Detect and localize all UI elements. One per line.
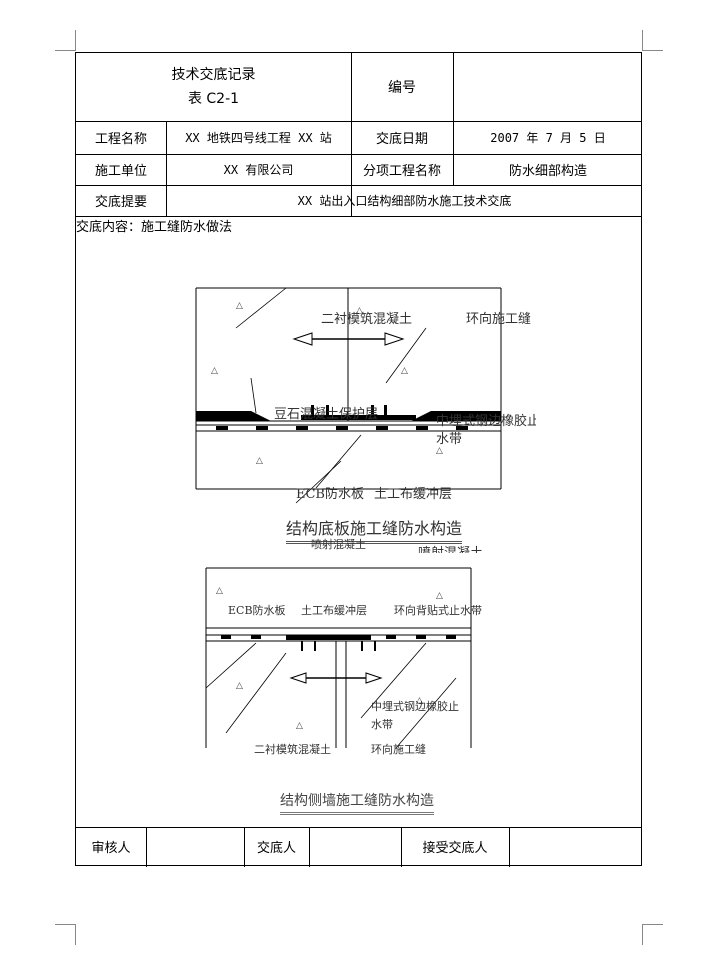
svg-text:△: △ — [216, 586, 223, 596]
discloser-label: 交底人 — [256, 840, 296, 856]
d1-label-shotcrete: 喷射混凝土 — [418, 545, 483, 553]
d1-label-joint: 环向施工缝 — [466, 311, 531, 327]
d1-label-waterstop-1: 中埋式钢边橡胶止 — [436, 413, 536, 429]
form-number: 表 C2-1 — [187, 91, 240, 107]
d1-label-protect: 豆石混凝土保护层 — [274, 406, 378, 422]
d2-label-waterstop-1: 中埋式钢边橡胶止 — [371, 699, 459, 713]
crop-mark-tr — [642, 30, 663, 51]
crop-mark-tl — [55, 30, 76, 51]
date-value: 2007 年 7 月 5 日 — [490, 131, 606, 145]
svg-text:△: △ — [236, 301, 243, 311]
project-name-value: XX 地铁四号线工程 XX 站 — [185, 131, 332, 145]
form-title: 技术交底记录 — [171, 67, 256, 83]
summary-value: XX 站出入口结构细部防水施工技术交底 — [297, 194, 512, 208]
reviewer-label: 审核人 — [91, 840, 131, 856]
d2-label-joint: 环向施工缝 — [371, 742, 426, 756]
d1-caption: 结构底板施工缝防水构造 — [286, 515, 463, 544]
reviewer-value[interactable] — [146, 827, 244, 865]
d2-label-ecb: ECB防水板 — [228, 603, 286, 617]
number-value[interactable] — [453, 53, 643, 121]
svg-text:△: △ — [436, 591, 443, 601]
svg-text:△: △ — [356, 306, 363, 316]
sub-project-label: 分项工程名称 — [362, 164, 441, 179]
d2-label-back-waterstop: 环向背贴式止水带 — [394, 603, 482, 617]
d2-label-concrete: 二衬模筑混凝土 — [254, 742, 331, 756]
svg-text:△: △ — [401, 366, 408, 376]
crop-mark-br — [642, 924, 663, 945]
form-title-block: 技术交底记录 表 C2-1 — [76, 53, 351, 121]
d1-label-concrete: 二衬模筑混凝土 — [321, 311, 412, 327]
d2-caption: 结构侧墙施工缝防水构造 — [280, 790, 434, 815]
record-form: 技术交底记录 表 C2-1 编号 工程名称 XX 地铁四号线工程 XX 站 交底… — [75, 52, 643, 867]
number-label: 编号 — [388, 80, 416, 96]
content-label: 交底内容：施工缝防水做法 — [76, 220, 233, 235]
unit-label: 施工单位 — [94, 164, 147, 179]
svg-text:△: △ — [211, 366, 218, 376]
date-label: 交底日期 — [375, 132, 428, 147]
project-name-label: 工程名称 — [94, 132, 147, 147]
unit-value: XX 有限公司 — [223, 163, 294, 177]
d2-label-geotextile: 土工布缓冲层 — [301, 603, 367, 617]
sub-project-value: 防水细部构造 — [508, 164, 587, 179]
crop-mark-bl — [55, 924, 76, 945]
d2-label-waterstop-2: 水带 — [371, 718, 393, 731]
floor-joint-diagram: △ △ △ △ △ △ 二衬模筑混凝土 环向施工缝 豆石混凝土保护层 中埋式钢边橡胶止… — [195, 287, 536, 553]
d2-label-shotcrete: 喷射混凝土 — [311, 538, 366, 551]
d1-label-geotextile: 土工布缓冲层 — [374, 487, 452, 502]
receiver-label: 接受交底人 — [422, 840, 488, 856]
svg-text:△: △ — [436, 446, 443, 456]
svg-text:△: △ — [236, 681, 243, 691]
discloser-value[interactable] — [309, 827, 401, 865]
svg-text:△: △ — [416, 696, 423, 706]
svg-text:△: △ — [296, 721, 303, 731]
d1-label-waterstop-2: 水带 — [436, 432, 462, 447]
svg-text:△: △ — [256, 456, 263, 466]
wall-joint-diagram: △ △ △ △ △ 喷射混凝土 ECB防水板 土工布缓冲层 环向背贴式止水带 中埋式… — [205, 538, 482, 756]
summary-label: 交底提要 — [94, 195, 147, 210]
d1-label-ecb: ECB防水板 — [296, 486, 364, 502]
receiver-value[interactable] — [509, 827, 643, 865]
